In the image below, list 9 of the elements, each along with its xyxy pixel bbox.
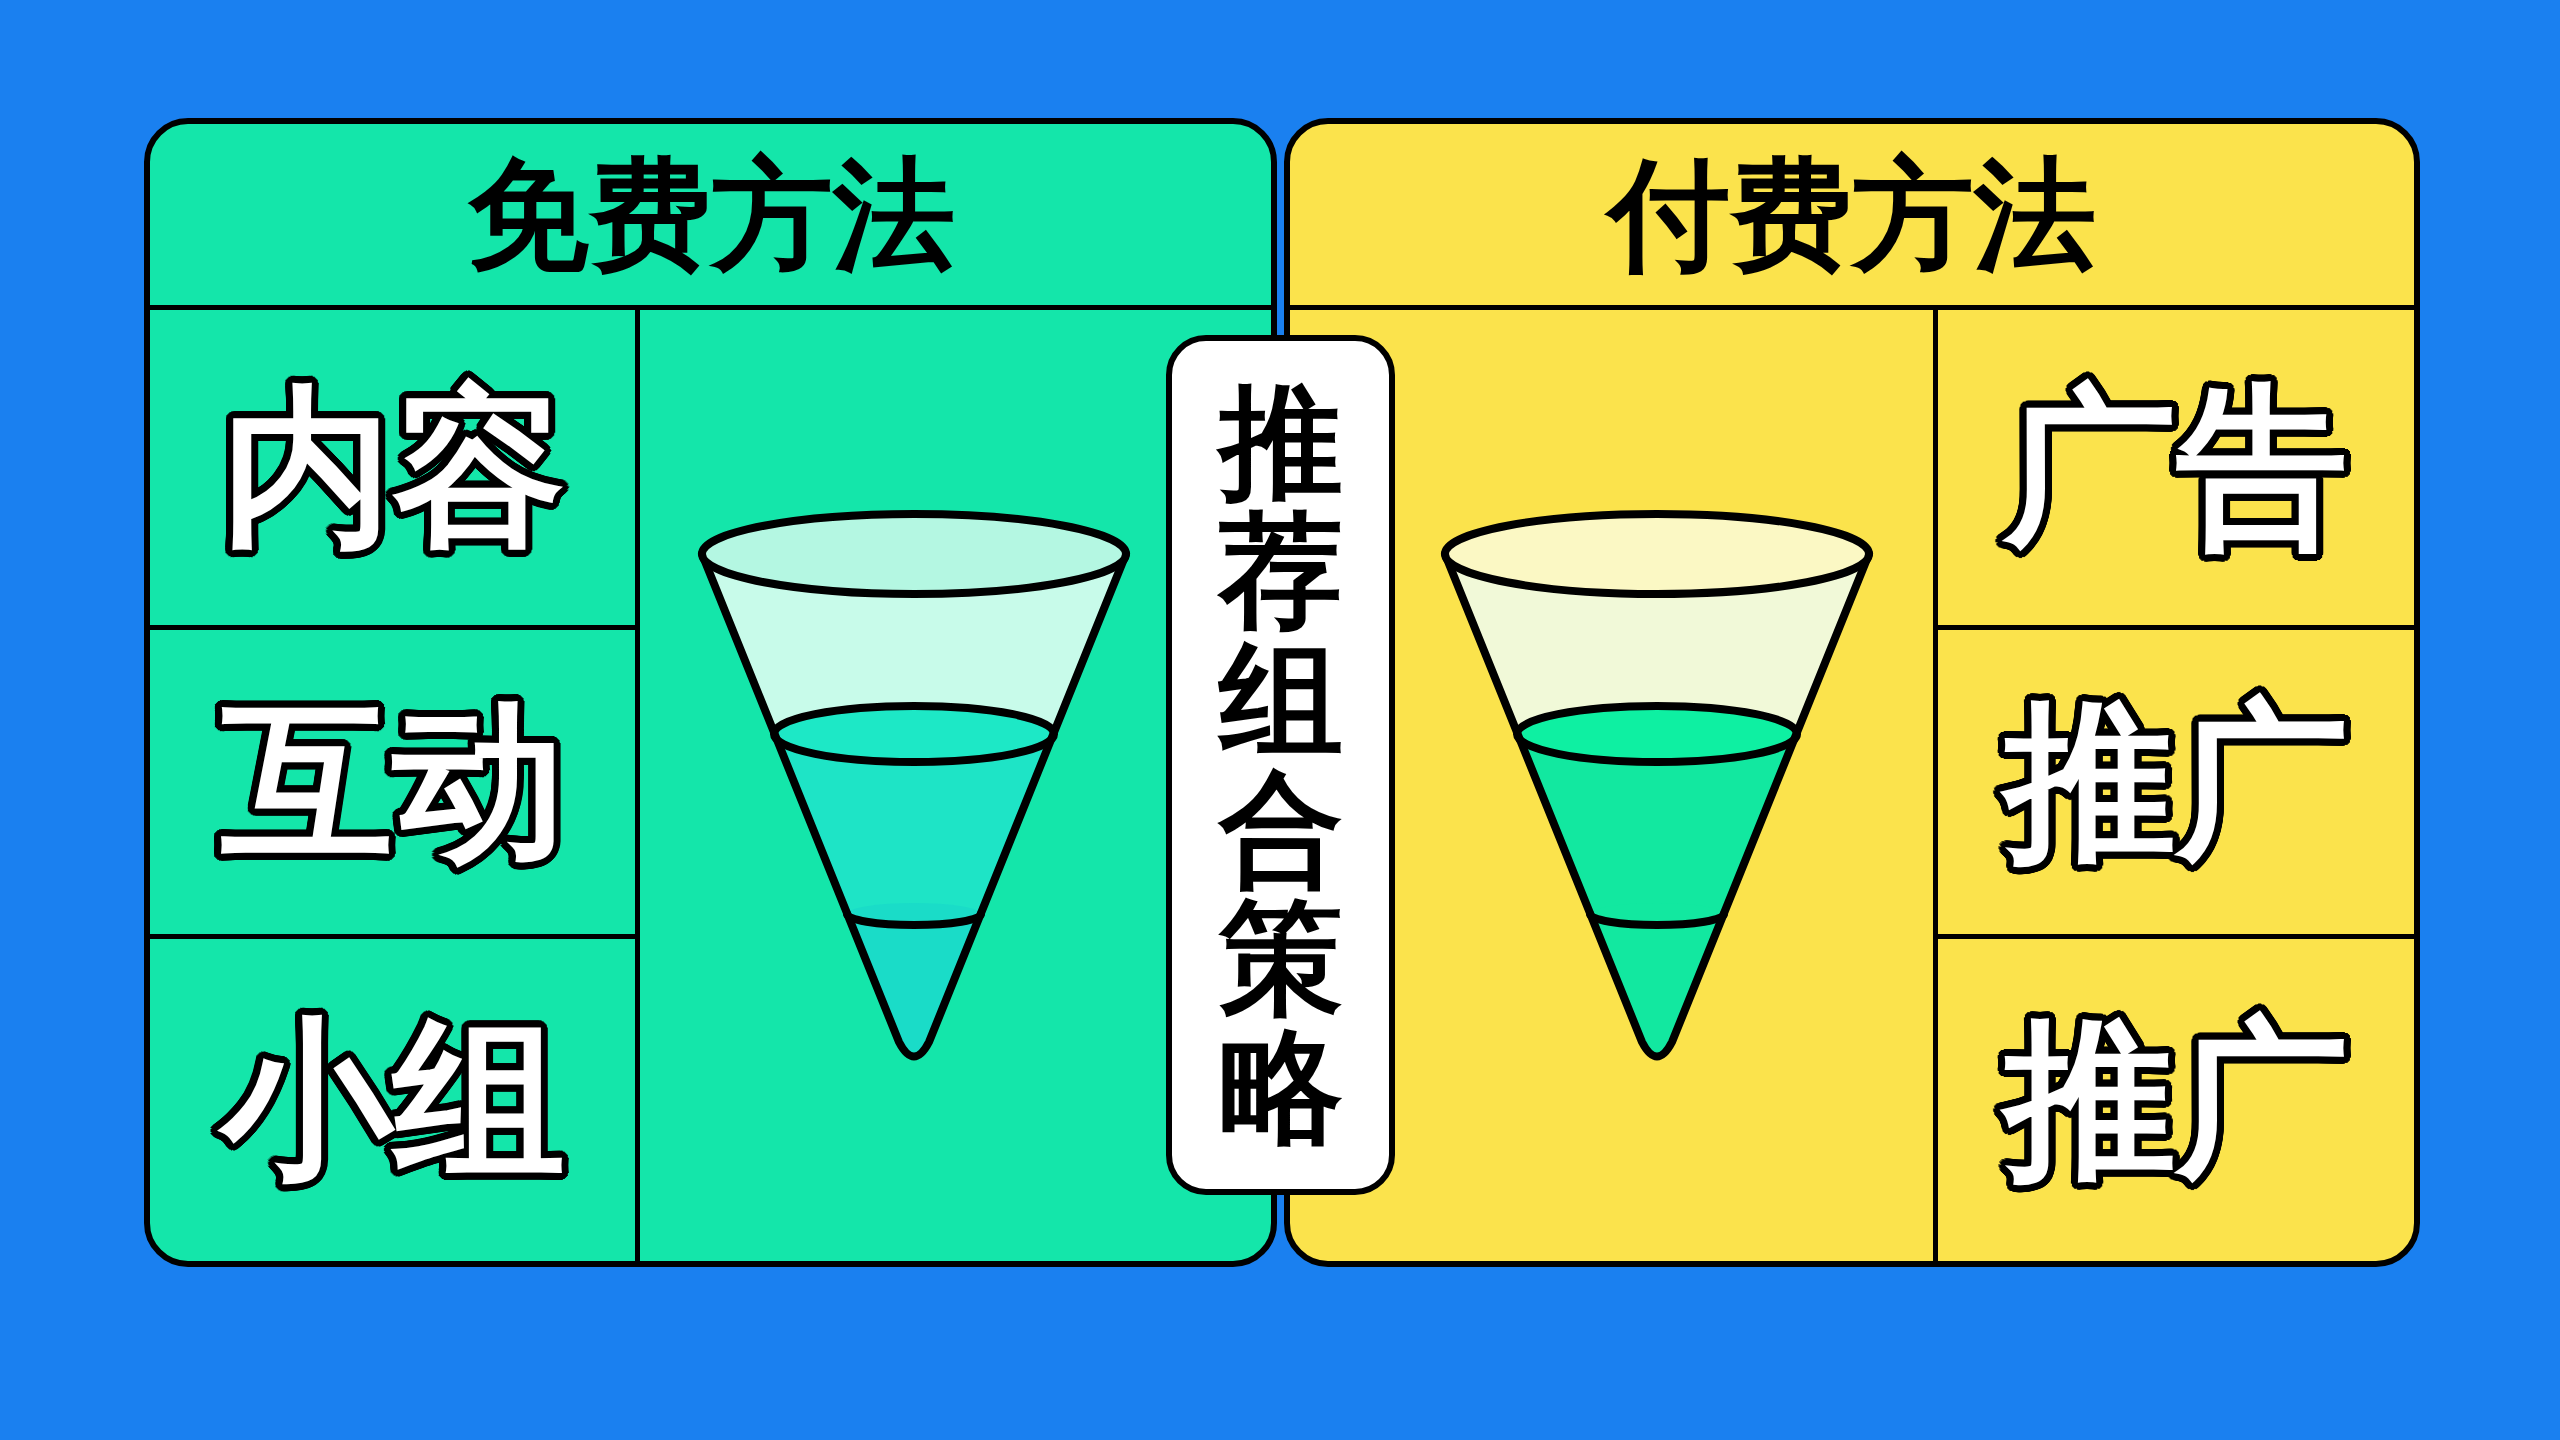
outlined-text-cell: 推广 [1938,625,2414,934]
outlined-text-cell: 小组 [150,934,635,1261]
panel-heading: 免费方法 [150,124,1271,310]
outlined-text-cell: 推广 [1938,934,2414,1261]
panel-heading: 付费方法 [1290,124,2414,310]
outlined-text-cell: 广告 [1938,310,2414,625]
outlined-text-cell: 互动 [150,625,635,934]
outlined-text-cell: 内容 [150,310,635,625]
vertical-label-box: 推荐组合策略 [1166,335,1395,1195]
